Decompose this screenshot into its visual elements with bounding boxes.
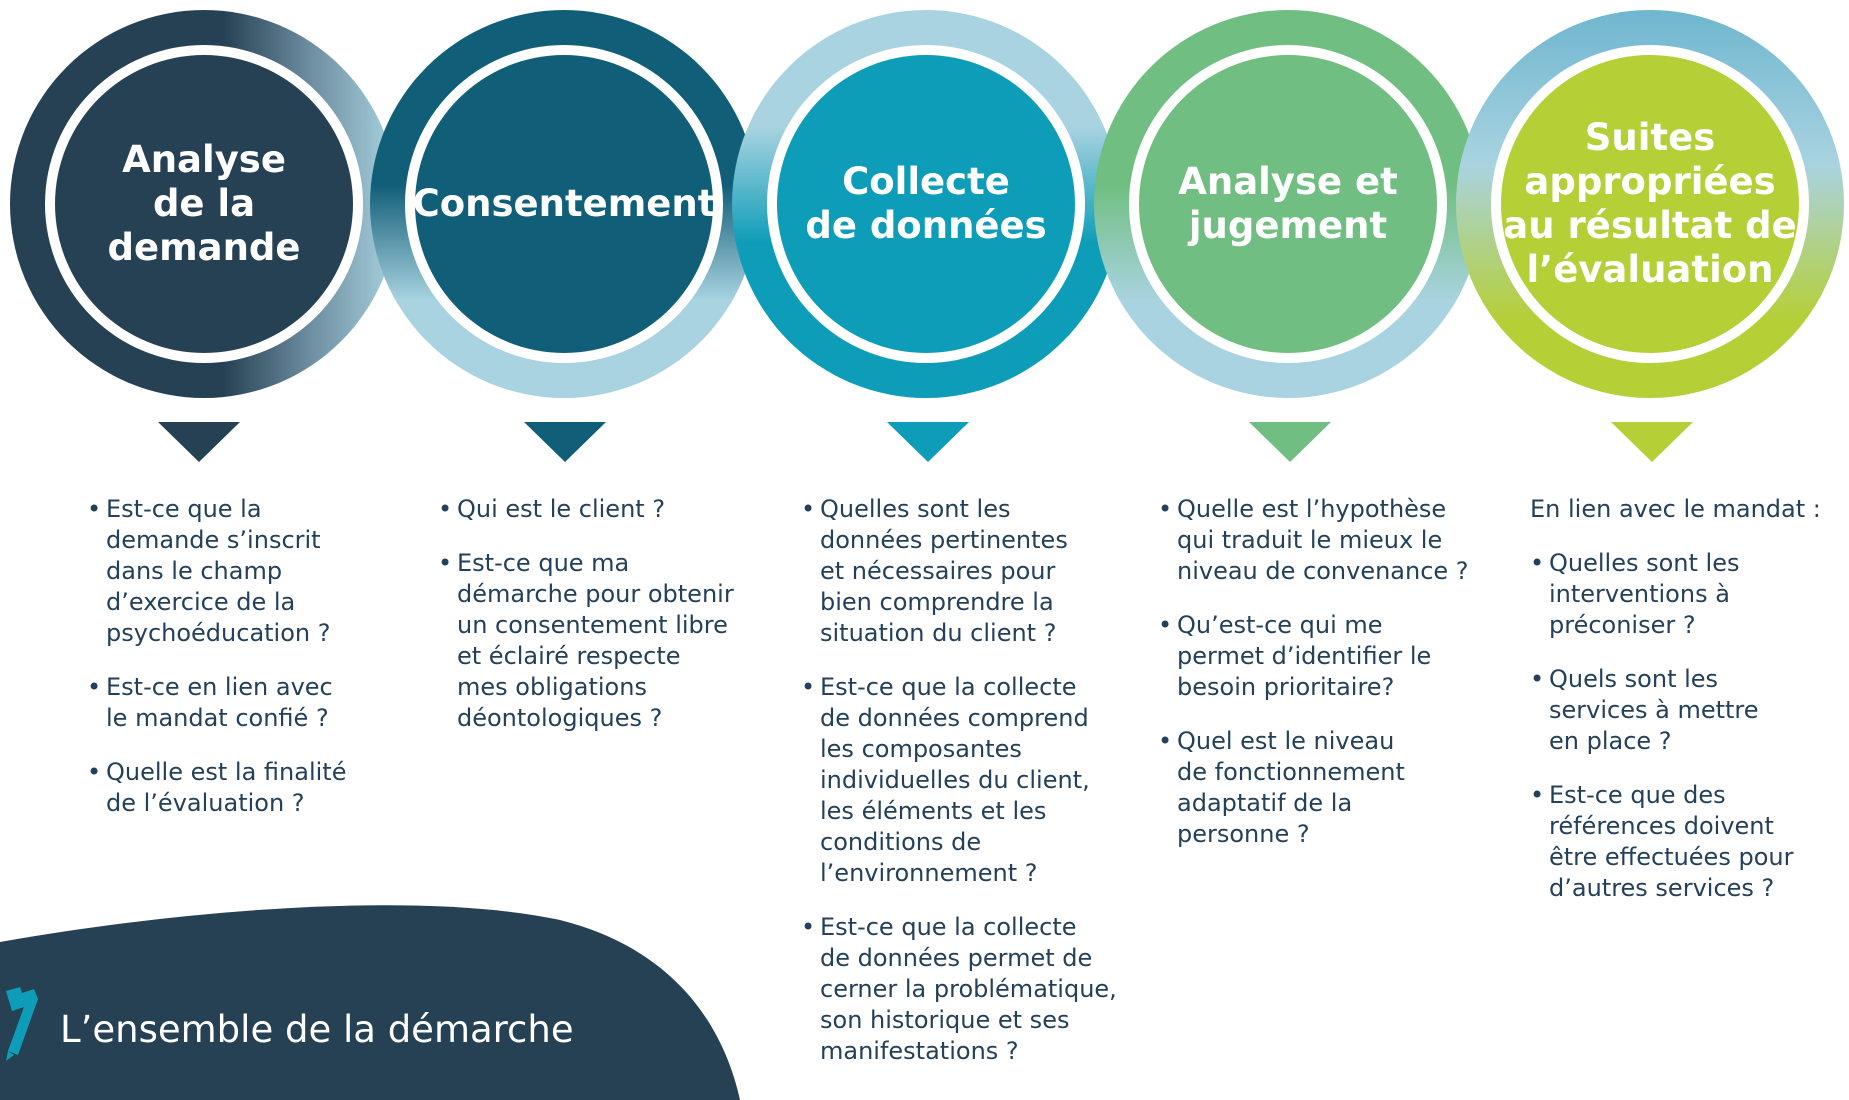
evaluation-process-diagram: Analyse de la demande Consentement Colle… bbox=[0, 0, 1849, 1063]
question-item: Est-ce que la demande s’inscrit dans le … bbox=[87, 494, 377, 649]
question-item: Est-ce que ma démarche pour obtenir un c… bbox=[438, 548, 758, 734]
question-item: Quelles sont les données pertinentes et … bbox=[801, 494, 1131, 649]
step-3-questions: Quelles sont les données pertinentes et … bbox=[801, 494, 1131, 1090]
question-item: Quelle est l’hypothèse qui traduit le mi… bbox=[1158, 494, 1488, 587]
summary-banner bbox=[0, 905, 740, 1100]
question-item: Est-ce que la collecte de données permet… bbox=[801, 912, 1131, 1067]
step-1-arrow bbox=[158, 422, 240, 462]
step-2-questions: Qui est le client ? Est-ce que ma démarc… bbox=[438, 494, 758, 757]
step-4-questions: Quelle est l’hypothèse qui traduit le mi… bbox=[1158, 494, 1488, 873]
question-item: Qui est le client ? bbox=[438, 494, 758, 525]
pen-icon bbox=[6, 987, 38, 1061]
step-5-title: Suites appropriées au résultat de l’éval… bbox=[1501, 55, 1799, 353]
question-item: Est-ce en lien avec le mandat confié ? bbox=[87, 672, 377, 734]
step-5-questions: En lien avec le mandat : Quelles sont le… bbox=[1530, 494, 1840, 927]
step-5-arrow bbox=[1611, 422, 1693, 462]
question-item: Quelles sont les interventions à préconi… bbox=[1530, 548, 1840, 641]
step-2-arrow bbox=[524, 422, 606, 462]
question-item: Est-ce que des références doivent être e… bbox=[1530, 780, 1840, 904]
question-item: Est-ce que la collecte de données compre… bbox=[801, 672, 1131, 889]
step-3-arrow bbox=[887, 422, 969, 462]
step-1-title: Analyse de la demande bbox=[55, 55, 353, 353]
step-1-questions: Est-ce que la demande s’inscrit dans le … bbox=[87, 494, 377, 842]
question-item: Quels sont les services à mettre en plac… bbox=[1530, 664, 1840, 757]
question-item: Quel est le niveau de fonctionnement ada… bbox=[1158, 726, 1488, 850]
step-4-arrow bbox=[1249, 422, 1331, 462]
step-4-title: Analyse et jugement bbox=[1139, 55, 1437, 353]
question-item: Quelle est la finalité de l’évaluation ? bbox=[87, 757, 377, 819]
step-3-title: Collecte de données bbox=[777, 55, 1075, 353]
question-item: Qu’est-ce qui me permet d’identifier le … bbox=[1158, 610, 1488, 703]
step-5-intro: En lien avec le mandat : bbox=[1530, 495, 1821, 523]
step-2-title: Consentement bbox=[413, 55, 715, 353]
summary-banner-text: L’ensemble de la démarche bbox=[60, 1008, 574, 1051]
